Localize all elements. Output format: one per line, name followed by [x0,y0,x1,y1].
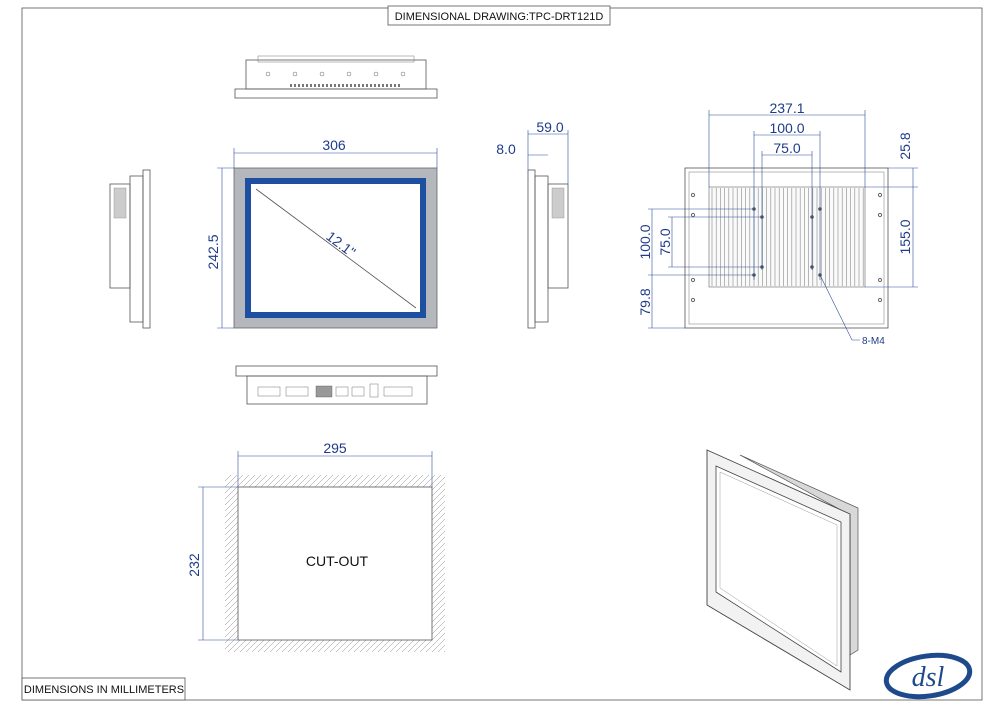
bottom-view [235,365,438,405]
vent-slot [330,84,332,87]
hatch-line [224,474,232,482]
vent-slot [398,84,400,87]
rear-view: 237.1 100.0 75.0 100.0 75.0 79.8 25.8 15… [637,100,918,347]
screw-hole [292,71,298,77]
vent-slot [370,84,372,87]
vent-slot [318,84,320,87]
screw-hole [319,71,325,77]
screw-hole [400,71,406,77]
vent-slot [350,84,352,87]
cutout-view: CUT-OUT 295 232 [186,440,446,653]
dim-cutout-height: 232 [186,553,202,577]
drawing-title: DIMENSIONAL DRAWING:TPC-DRT121D [395,11,604,23]
dim-cutout-width: 295 [323,440,347,456]
mount-hole [877,297,883,303]
vent-slot [290,84,292,87]
dim-vesa-outer-v: 100.0 [637,224,653,259]
hatch-line [224,474,238,488]
dim-vesa-inner-h: 75.0 [773,140,800,156]
mount-hole [877,277,883,283]
logo-text: dsl [912,662,945,693]
screw-hole [373,71,379,77]
units-box: DIMENSIONS IN MILLIMETERS [21,677,186,701]
screw-note: 8-M4 [862,336,885,347]
units-note: DIMENSIONS IN MILLIMETERS [24,684,184,696]
dim-vesa-outer-h: 100.0 [769,120,804,136]
vent-slot [378,84,380,87]
vent-slot [338,84,340,87]
dim-bottom-offset: 79.8 [637,288,653,315]
vent-slot [310,84,312,87]
vent-slot [366,84,368,87]
dim-width: 306 [322,137,346,153]
vent-slot [382,84,384,87]
dsl-logo: dsl [883,652,973,700]
dim-heatsink-height: 155.0 [897,219,913,254]
mount-hole [690,277,696,283]
dim-vesa-inner-v: 75.0 [657,228,673,255]
hatch-line [437,644,446,653]
vent-slot [354,84,356,87]
dim-bezel: 8.0 [496,141,516,157]
vent-slot [302,84,304,87]
dim-depth: 59.0 [536,119,563,135]
cutout-label: CUT-OUT [306,553,369,569]
vent-slot [362,84,364,87]
vent-slot [294,84,296,87]
mount-hole [690,297,696,303]
top-view [234,55,438,99]
heatsink [708,186,866,288]
vent-slot [346,84,348,87]
vent-slot [322,84,324,87]
dim-heatsink-width: 237.1 [769,100,804,116]
dim-top-offset: 25.8 [897,132,913,159]
vent-slot [358,84,360,87]
mount-hole [877,192,883,198]
screw-hole [265,71,271,77]
hatch-line [224,474,244,494]
hatch-line [419,626,446,653]
vent-slot [326,84,328,87]
front-view: 12.1" 306 242.5 [205,137,438,329]
vent-slot [306,84,308,87]
vent-slot [314,84,316,87]
vent-slot [342,84,344,87]
right-side-view: 8.0 59.0 [496,119,569,329]
title-box: DIMENSIONAL DRAWING:TPC-DRT121D [387,5,611,26]
left-side-view [109,169,151,329]
isometric-view [706,449,859,691]
vent-slot [394,84,396,87]
mount-hole [690,212,696,218]
vent-slot [298,84,300,87]
hatch-line [425,632,446,653]
vent-slot [374,84,376,87]
dim-height: 242.5 [205,234,221,269]
hatch-line [431,638,446,653]
hatch-line [443,650,446,653]
mount-hole [690,192,696,198]
vent-slot [334,84,336,87]
vent-slot [386,84,388,87]
vent-slot [390,84,392,87]
screw-hole [346,71,352,77]
mount-hole [877,212,883,218]
